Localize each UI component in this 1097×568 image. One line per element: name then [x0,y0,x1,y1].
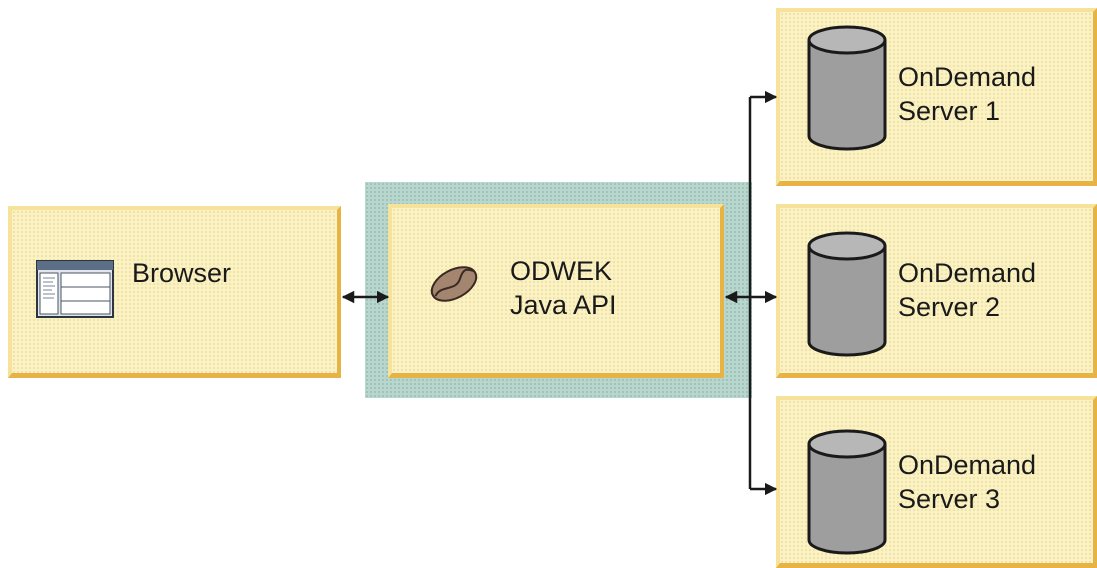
server-box-1: OnDemand Server 1 [776,8,1097,186]
server-1-label-line2: Server 1 [898,96,1001,126]
java-bean-icon [430,266,478,302]
server-2-label-line2: Server 2 [898,292,1001,322]
server-box-2: OnDemand Server 2 [776,204,1097,378]
database-cylinder-icon [807,231,887,357]
browser-box: Browser [8,206,341,378]
server-1-label-line1: OnDemand [898,62,1037,92]
server-2-label-line1: OnDemand [898,258,1037,288]
server-3-label-line1: OnDemand [898,450,1037,480]
api-label-line2: Java API [510,290,617,320]
server-3-label-line2: Server 3 [898,484,1001,514]
server-box-3: OnDemand Server 3 [776,396,1097,568]
odwek-api-box: ODWEK Java API [388,204,724,378]
api-label-line1: ODWEK [510,256,613,286]
database-cylinder-icon [807,25,887,151]
browser-label: Browser [132,258,232,288]
browser-window-icon [36,260,114,318]
database-cylinder-icon [807,429,887,555]
